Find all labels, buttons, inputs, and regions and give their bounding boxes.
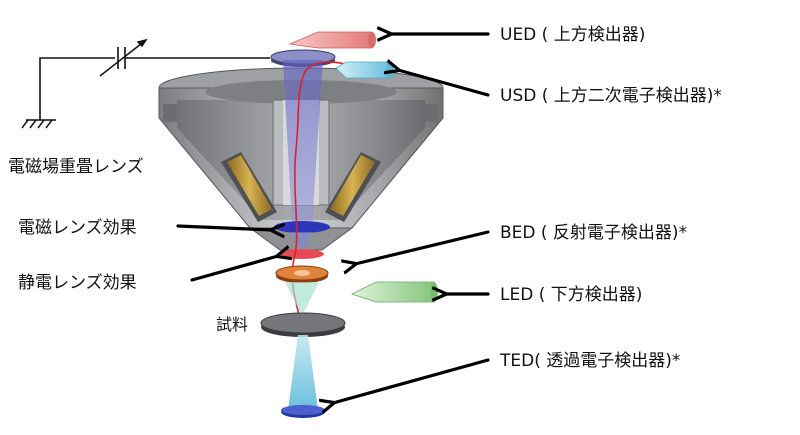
bed-detector-ring [275,265,329,283]
ground-icon [21,119,56,129]
beam-to-specimen [285,282,319,312]
label-magnetic-lens-effect: 電磁レンズ効果 [18,218,137,238]
arrow-ted [333,358,490,403]
label-electrostatic-lens-effect: 静電レンズ効果 [18,273,137,293]
primary-electron-beam [274,60,330,259]
label-compound-lens: 電磁場重畳レンズ [8,157,144,177]
label-ued: UED ( 上方検出器) [500,25,645,45]
label-arrows [176,34,490,403]
arrow-electrostatic [190,256,278,282]
label-ted: TED( 透過電子検出器)* [499,351,680,371]
label-specimen: 試料 [216,315,248,334]
usd-detector [335,61,394,79]
label-led: LED ( 下方検出器) [500,285,642,305]
variable-capacitor-icon [99,38,148,77]
ued-detector [288,31,376,49]
led-detector [350,281,438,303]
label-bed: BED ( 反射電子検出器)* [500,223,687,243]
arrow-magnetic [176,226,272,230]
bias-circuit [39,47,270,120]
label-usd: USD ( 上方二次電子検出器)* [500,86,722,106]
transmitted-beam [281,335,325,418]
specimen-disk [260,312,346,337]
arrow-usd [398,70,490,97]
arrow-bed [355,230,490,264]
